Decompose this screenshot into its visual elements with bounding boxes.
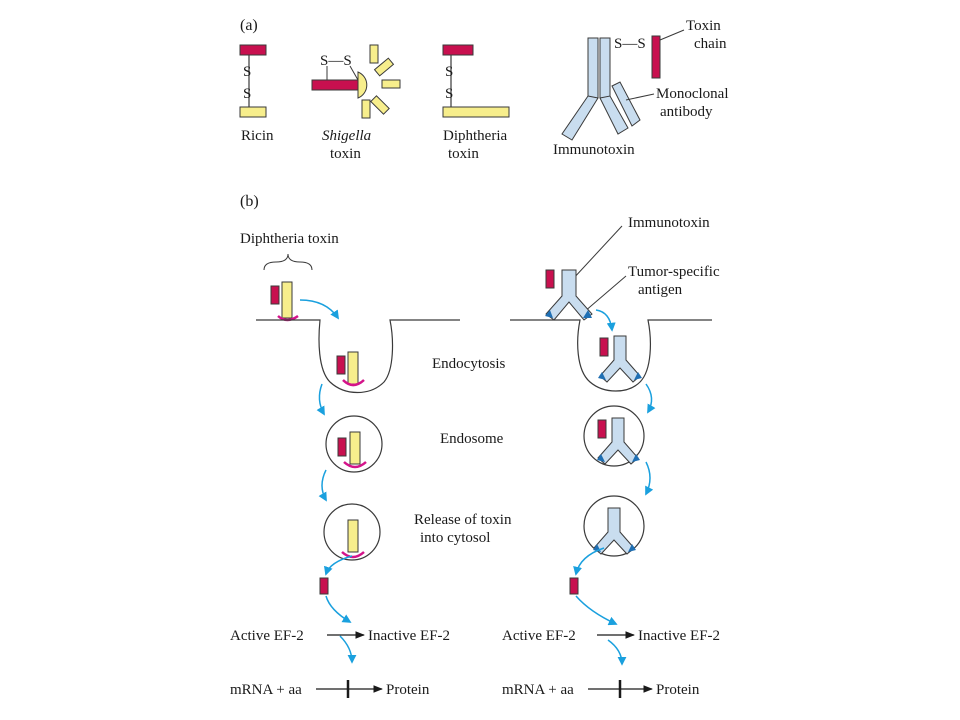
diphtheria-toxin-outside (270, 281, 299, 322)
shigella-b-core (357, 71, 368, 99)
released-toxin-left (319, 577, 329, 595)
diphtheria-toxin-pit (336, 351, 365, 387)
immunotoxin-disulfide: S—S (614, 36, 646, 52)
immunotoxin-outside (545, 269, 593, 321)
mrna-aa-left: mRNA + aa (230, 682, 302, 698)
shigella-b-subunit-2 (373, 57, 395, 77)
diphtheria-structure: S S (442, 44, 510, 118)
arrows-left (299, 299, 357, 664)
shigella-b-subunit-1 (369, 44, 379, 64)
svg-text:S: S (445, 64, 453, 80)
ricin-b-chain (239, 106, 267, 118)
protein-left: Protein (386, 682, 430, 698)
membrane-right (510, 319, 712, 392)
endosome-label: Endosome (440, 431, 504, 447)
protein-right: Protein (656, 682, 700, 698)
panel-b-label: (b) (240, 193, 259, 210)
released-toxin-right (569, 577, 579, 595)
shigella-b-subunit-4 (370, 95, 390, 115)
endocytosis-label: Endocytosis (432, 356, 505, 372)
diphtheria-toxin-label-b: Diphtheria toxin (240, 231, 339, 247)
shigella-b-subunit-5 (361, 99, 371, 119)
membrane-left (256, 319, 460, 393)
monoclonal-label-1: Monoclonal (656, 86, 729, 102)
antibody-heavy-right (599, 37, 611, 99)
shigella-a-subunit (311, 79, 359, 91)
diphtheria-a-fragment (442, 44, 474, 56)
immunotoxin-endosome (597, 417, 640, 465)
tumor-antigen-label-2: antigen (638, 282, 683, 298)
antibody-fab-right (599, 95, 629, 135)
inactive-ef2-right: Inactive EF-2 (638, 628, 720, 644)
inactive-ef2-left: Inactive EF-2 (368, 628, 450, 644)
shigella-structure: S—S (311, 44, 401, 119)
mrna-aa-right: mRNA + aa (502, 682, 574, 698)
diphtheria-b-fragment (442, 106, 510, 118)
release-label-1: Release of toxin (414, 512, 512, 528)
immunotoxin-label-b: Immunotoxin (628, 215, 710, 231)
shigella-disulfide: S—S (320, 53, 352, 69)
arrows-right (573, 309, 656, 666)
antibody-heavy-left (587, 37, 599, 99)
ricin-structure: S S (239, 44, 267, 118)
diphtheria-label-1: Diphtheria (443, 128, 507, 144)
antibody-fab-left (561, 95, 599, 141)
diphtheria-b-in-vesicle (341, 519, 365, 559)
immunotoxin-label-a: Immunotoxin (553, 142, 635, 158)
svg-text:S: S (445, 86, 453, 102)
diphtheria-label-2: toxin (448, 146, 479, 162)
shigella-label-2: toxin (330, 146, 361, 162)
shigella-label-1: Shigella (322, 128, 371, 144)
ricin-s-bottom: S (243, 86, 251, 102)
diphtheria-brace (263, 253, 313, 271)
immunotoxin-pit (598, 335, 642, 383)
toxin-chain-label-1: Toxin (686, 18, 721, 34)
antibody-light-right (611, 81, 641, 127)
active-ef2-left: Active EF-2 (230, 628, 304, 644)
release-label-2: into cytosol (420, 530, 490, 546)
monoclonal-label-2: antibody (660, 104, 713, 120)
diphtheria-toxin-endosome (337, 431, 367, 469)
panel-a-label: (a) (240, 17, 258, 34)
tumor-antigen-label-1: Tumor-specific (628, 264, 720, 280)
immunotoxin-structure: S—S (561, 29, 685, 141)
ricin-label: Ricin (241, 128, 274, 144)
ricin-a-chain (239, 44, 267, 56)
ricin-s-top: S (243, 64, 251, 80)
toxin-chain-bar (651, 35, 661, 79)
toxin-chain-label-2: chain (694, 36, 727, 52)
shigella-b-subunit-3 (381, 79, 401, 89)
active-ef2-right: Active EF-2 (502, 628, 576, 644)
